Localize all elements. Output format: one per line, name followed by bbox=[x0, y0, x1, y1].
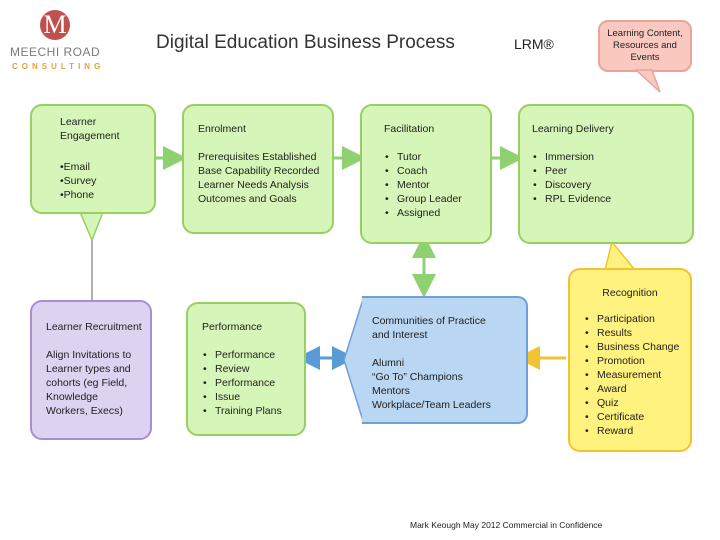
facilitation-heading: Facilitation bbox=[384, 123, 435, 135]
lrm-label: LRM® bbox=[514, 36, 554, 52]
recognition-item: Reward bbox=[584, 424, 684, 438]
engagement-item: •Survey bbox=[60, 175, 97, 187]
performance-item: Performance bbox=[202, 376, 298, 390]
performance-item: Review bbox=[202, 362, 298, 376]
recognition-heading: Recognition bbox=[602, 287, 658, 299]
logo-subtitle: CONSULTING bbox=[12, 62, 105, 71]
communities-arrow-point bbox=[343, 295, 365, 425]
enrolment-line: Learner Needs Analysis bbox=[198, 179, 309, 191]
enrolment-line: Outcomes and Goals bbox=[198, 193, 297, 205]
delivery-item: Immersion bbox=[532, 150, 684, 164]
recognition-box: Recognition Participation Results Busine… bbox=[568, 268, 692, 452]
facilitation-item: Tutor bbox=[384, 150, 482, 164]
learner-recruitment-body: Align Invitations to Learner types and c… bbox=[46, 349, 132, 417]
recognition-list: Participation Results Business Change Pr… bbox=[584, 312, 684, 438]
communities-line: Mentors bbox=[372, 385, 410, 397]
facilitation-item: Coach bbox=[384, 164, 482, 178]
learning-delivery-heading: Learning Delivery bbox=[532, 123, 614, 135]
delivery-item: Peer bbox=[532, 164, 684, 178]
performance-heading: Performance bbox=[202, 321, 263, 333]
delivery-item: RPL Evidence bbox=[532, 192, 684, 206]
communities-line: Workplace/Team Leaders bbox=[372, 399, 491, 411]
learner-engagement-heading: Learner Engagement bbox=[60, 116, 120, 142]
communities-line: Alumni bbox=[372, 357, 405, 369]
logo-mark-icon: M bbox=[40, 10, 70, 40]
recognition-item: Certificate bbox=[584, 410, 684, 424]
enrolment-line: Prerequisites Established bbox=[198, 151, 317, 163]
performance-item: Performance bbox=[202, 348, 298, 362]
recognition-tail bbox=[604, 240, 637, 271]
engagement-item: •Phone bbox=[60, 189, 95, 201]
recognition-item: Participation bbox=[584, 312, 684, 326]
logo-name: MEECHI ROAD bbox=[10, 45, 101, 59]
footer-text: Mark Keough May 2012 Commercial in Confi… bbox=[410, 520, 603, 530]
facilitation-list: Tutor Coach Mentor Group Leader Assigned bbox=[384, 150, 482, 220]
facilitation-box: Facilitation Tutor Coach Mentor Group Le… bbox=[360, 104, 492, 244]
recognition-item: Quiz bbox=[584, 396, 684, 410]
recognition-item: Results bbox=[584, 326, 684, 340]
company-logo: M MEECHI ROAD CONSULTING bbox=[10, 10, 120, 71]
communities-heading: Communities of Practice and Interest bbox=[372, 315, 486, 341]
performance-list: Performance Review Performance Issue Tra… bbox=[202, 348, 298, 418]
performance-item: Issue bbox=[202, 390, 298, 404]
engagement-item: •Email bbox=[60, 161, 90, 173]
learner-recruitment-heading: Learner Recruitment bbox=[46, 321, 142, 333]
recognition-item: Award bbox=[584, 382, 684, 396]
page-title: Digital Education Business Process bbox=[156, 32, 455, 53]
communities-line: “Go To” Champions bbox=[372, 371, 463, 383]
learning-delivery-list: Immersion Peer Discovery RPL Evidence bbox=[532, 150, 684, 206]
learner-recruitment-box: Learner Recruitment Align Invitations to… bbox=[30, 300, 152, 440]
facilitation-item: Group Leader bbox=[384, 192, 482, 206]
callout-tail bbox=[634, 69, 661, 93]
enrolment-heading: Enrolment bbox=[198, 123, 246, 135]
facilitation-item: Mentor bbox=[384, 178, 482, 192]
recognition-item: Business Change bbox=[584, 340, 684, 354]
recognition-item: Promotion bbox=[584, 354, 684, 368]
callout-text: Learning Content, Resources and Events bbox=[607, 28, 683, 63]
learning-delivery-box: Learning Delivery Immersion Peer Discove… bbox=[518, 104, 694, 244]
facilitation-item: Assigned bbox=[384, 206, 482, 220]
enrolment-box: Enrolment Prerequisites Established Base… bbox=[182, 104, 334, 234]
communities-box: Communities of Practice and Interest Alu… bbox=[362, 296, 528, 424]
learner-engagement-box: Learner Engagement •Email •Survey •Phone bbox=[30, 104, 156, 214]
enrolment-line: Base Capability Recorded bbox=[198, 165, 320, 177]
engagement-tail bbox=[78, 211, 105, 242]
logo-letter: M bbox=[43, 10, 67, 39]
recognition-item: Measurement bbox=[584, 368, 684, 382]
delivery-item: Discovery bbox=[532, 178, 684, 192]
performance-box: Performance Performance Review Performan… bbox=[186, 302, 306, 436]
performance-item: Training Plans bbox=[202, 404, 298, 418]
